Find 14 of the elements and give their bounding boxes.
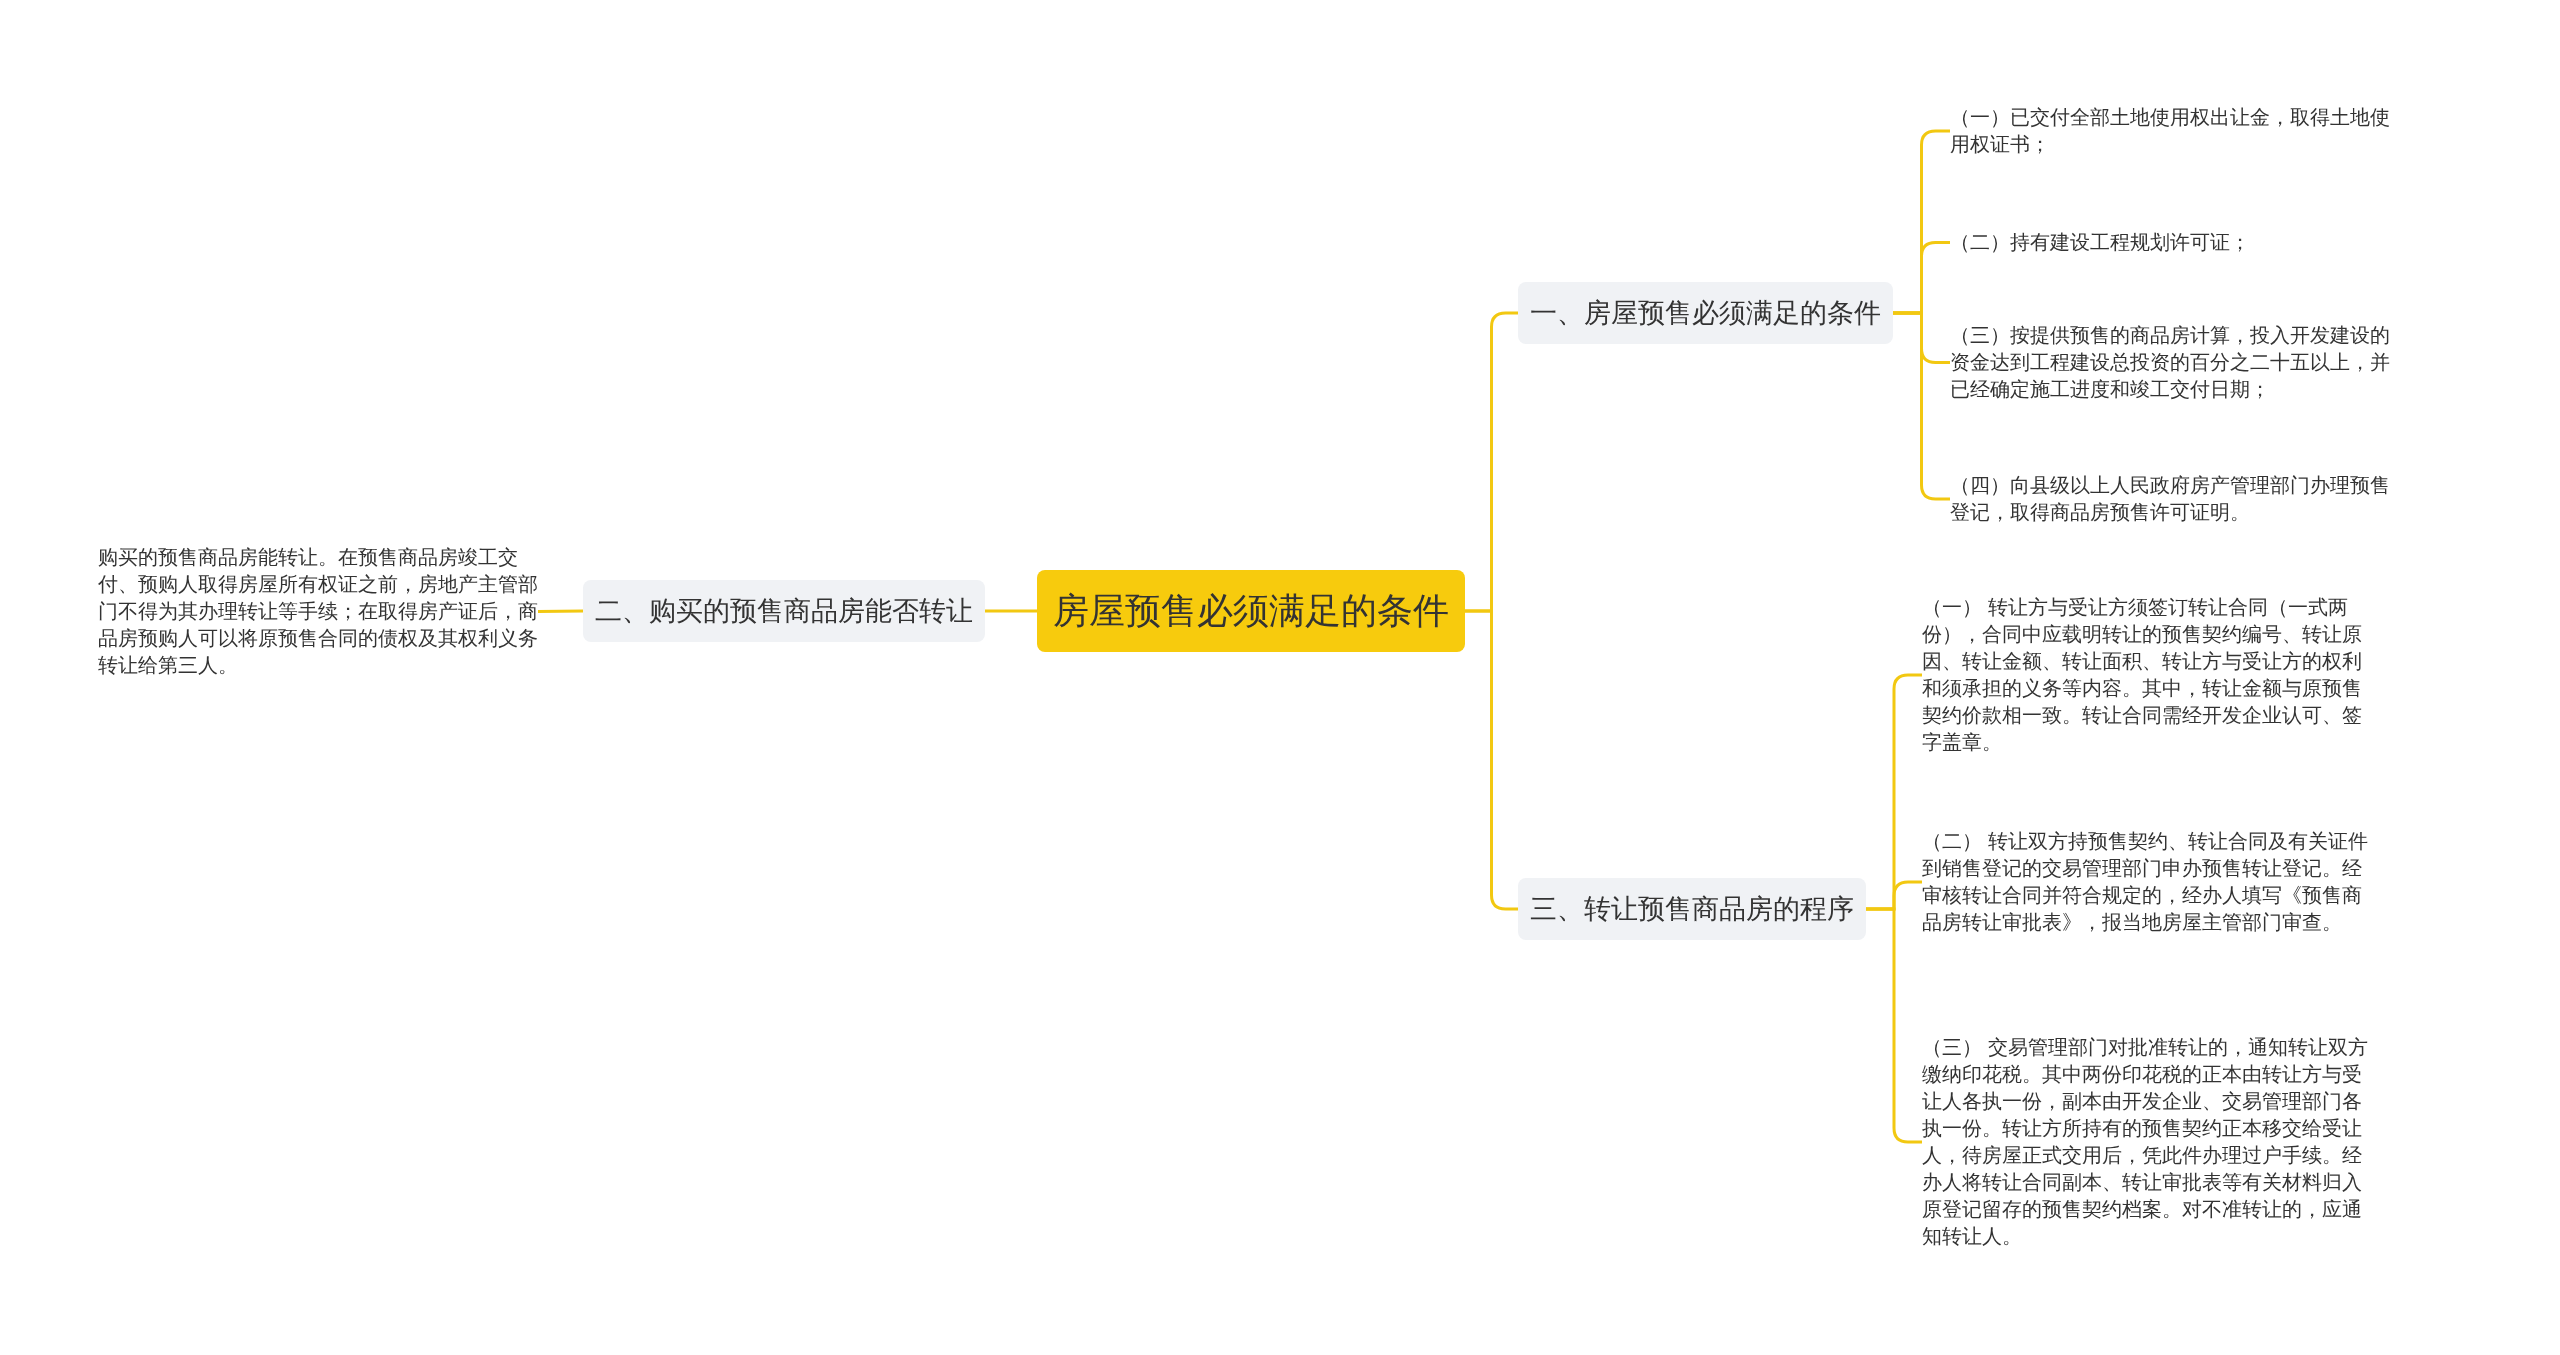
topic-box: 二、购买的预售商品房能否转让: [583, 580, 985, 642]
subtopic-text: （一） 转让方与受让方须签订转让合同（一式两份），合同中应载明转让的预售契约编号、转让原因、转让金额、转让面积、转让方与受让方的权利和须承担的义务等内容。其中，转让金额与原预售契约价款相一致。转让合同需经开发企业认可、签字盖章。: [1922, 590, 2372, 760]
subtopic-text: （四）向县级以上人民政府房产管理部门办理预售登记，取得商品房预售许可证明。: [1950, 468, 2400, 530]
connector-line: [985, 609, 1037, 613]
subtopic-text: （二） 转让双方持预售契约、转让合同及有关证件到销售登记的交易管理部门申办预售转让登记。经审核转让合同并符合规定的，经办人填写《预售商品房转让审批表》，报当地房屋主管部门审查。: [1922, 824, 2372, 940]
subtopic-text: （二）持有建设工程规划许可证；: [1950, 225, 2400, 260]
central-topic: 房屋预售必须满足的条件: [1037, 570, 1465, 652]
topic-box: 一、房屋预售必须满足的条件: [1518, 282, 1893, 344]
topic-box: 三、转让预售商品房的程序: [1518, 878, 1866, 940]
connector-line: [538, 609, 583, 613]
subtopic-text: （一）已交付全部土地使用权出让金，取得土地使用权证书；: [1950, 100, 2400, 162]
subtopic-text: （三） 交易管理部门对批准转让的，通知转让双方缴纳印花税。其中两份印花税的正本由转让方与受让人各执一份，副本由开发企业、交易管理部门各执一份。转让方所持有的预售契约正本移交给受让人，待房屋正式交用后，凭此件办理过户手续。经办人将转让合同副本、转让审批表等有关材料归入原登记留存的预售契约档案。对不准转让的，应通知转让人。: [1922, 1030, 2372, 1254]
subtopic-text: 购买的预售商品房能转让。在预售商品房竣工交付、预购人取得房屋所有权证之前，房地产主管部门不得为其办理转让等手续；在取得房产证后，商品房预购人可以将原预售合同的债权及其权利义务转让给第三人。: [98, 540, 538, 683]
subtopic-text: （三）按提供预售的商品房计算，投入开发建设的资金达到工程建设总投资的百分之二十五以上，并已经确定施工进度和竣工交付日期；: [1950, 318, 2400, 407]
